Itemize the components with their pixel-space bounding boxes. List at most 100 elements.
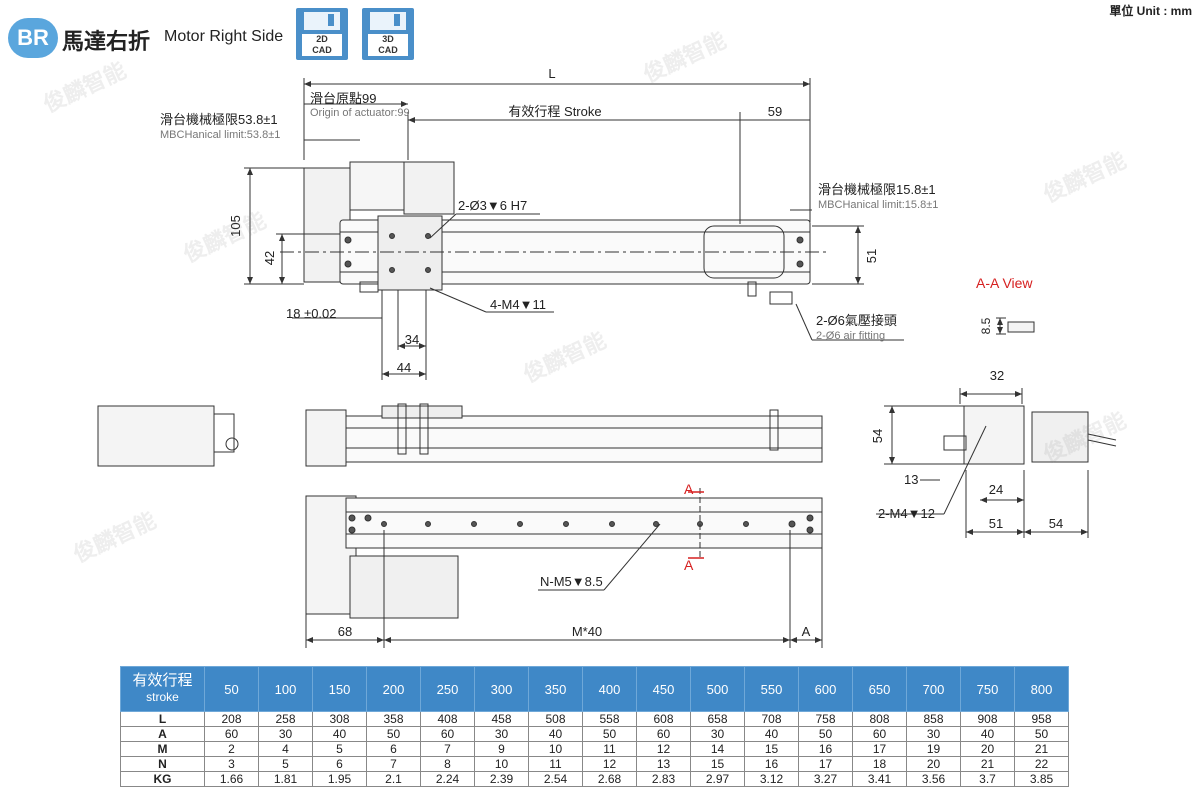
table-cell: 14 [690,741,745,757]
table-cell: 3.85 [1014,771,1069,787]
table-cell: 7 [366,756,421,772]
table-cell: 12 [582,756,637,772]
dim-105: 105 [228,215,243,237]
table-cell: 11 [528,756,583,772]
table-cell: 16 [744,756,799,772]
table-cell: 10 [528,741,583,757]
bottom-body [345,497,823,549]
bottom-motor-box [349,555,459,619]
table-cell: 708 [744,711,799,727]
stroke-column: 100 [258,666,313,712]
table-cell: 50 [1014,726,1069,742]
table-row: M 2 4 5 6 7 9 10 11 12 14 15 16 17 19 20… [120,741,1069,757]
stroke-column: 350 [528,666,583,712]
limit-left-en: MBCHanical limit:53.8±1 [160,129,280,141]
dim-32: 32 [990,368,1004,383]
table-cell: 10 [474,756,529,772]
table-cell: 6 [312,756,367,772]
dim-54-vertical: 54 [870,429,885,443]
air-fitting [359,281,379,293]
table-cell: 3.41 [852,771,907,787]
stroke-column: 300 [474,666,529,712]
table-cell: 17 [852,741,907,757]
title-english: Motor Right Side [164,28,284,45]
table-cell: 20 [960,741,1015,757]
section-a-bottom: A [684,557,694,573]
table-row: L 208 258 308 358 408 458 508 558 608 65… [120,711,1069,727]
limit-right-cn: 滑台機械極限15.8±1 [818,182,936,197]
table-cell: 30 [906,726,961,742]
table-cell: 858 [906,711,961,727]
table-cell: 308 [312,711,367,727]
table-cell: 658 [690,711,745,727]
stroke-column: 200 [366,666,421,712]
table-cell: 11 [582,741,637,757]
table-cell: 60 [420,726,475,742]
section-a-top: A [684,481,694,497]
stroke-column: 650 [852,666,907,712]
table-cell: 608 [636,711,691,727]
origin-label-en: Origin of actuator:99 [310,107,410,119]
table-cell: 40 [528,726,583,742]
dim-44: 44 [397,360,411,375]
dim-8-5: 8.5 [979,317,993,334]
stroke-column: 450 [636,666,691,712]
air-fitting-cn: 2-Ø6氣壓接頭 [816,313,897,328]
stroke-label: 有效行程 Stroke [508,104,601,119]
table-cell: 21 [1014,741,1069,757]
cad-2d-line2: CAD [312,45,332,55]
end-view-fitting [213,413,235,453]
table-cell: 12 [636,741,691,757]
table-cell: 1.66 [204,771,259,787]
stroke-column: 500 [690,666,745,712]
table-cell: 40 [312,726,367,742]
m4-11-label: 4-M4▼11 [490,297,546,312]
table-cell: 2.1 [366,771,421,787]
aa-profile [1007,321,1035,333]
table-cell: 3.56 [906,771,961,787]
dim-54-horizontal: 54 [1049,516,1063,531]
table-row: N 3 5 6 7 8 10 11 12 13 15 16 17 18 20 2… [120,756,1069,772]
limit-left-cn: 滑台機械極限53.8±1 [160,112,278,127]
cad-3d-line1: 3D [382,34,394,44]
stroke-column: 600 [798,666,853,712]
limit-right-en: MBCHanical limit:15.8±1 [818,199,938,211]
table-cell: 2.24 [420,771,475,787]
table-cell: 1.95 [312,771,367,787]
table-cell: 30 [690,726,745,742]
side-motor [305,409,347,467]
end-view-motor-right [1031,411,1089,463]
unit-label: 單位 Unit : mm [1109,4,1192,18]
dim-m40: M*40 [572,624,602,639]
table-cell: 2.68 [582,771,637,787]
table-cell: 20 [906,756,961,772]
table-cell: 3.12 [744,771,799,787]
table-cell: 50 [366,726,421,742]
side-slider [381,405,463,419]
table-cell: 21 [960,756,1015,772]
table-cell: 4 [258,741,313,757]
row-label: A [120,726,205,742]
table-cell: 2.39 [474,771,529,787]
dim-A: A [802,624,811,639]
table-cell: 9 [474,741,529,757]
table-cell: 13 [636,756,691,772]
table-cell: 19 [906,741,961,757]
table-cell: 16 [798,741,853,757]
table-cell: 2.97 [690,771,745,787]
motor-flange [349,161,405,211]
table-cell: 6 [366,741,421,757]
air-fitting-nozzle [747,281,757,297]
end-view-body [963,405,1025,465]
air-fitting [769,291,793,305]
pin-hole-label: 2-Ø3▼6 H7 [458,198,527,213]
table-cell: 458 [474,711,529,727]
side-body [345,415,823,463]
motor-cover [403,161,455,215]
table-cell: 408 [420,711,475,727]
dim-68: 68 [338,624,352,639]
table-cell: 1.81 [258,771,313,787]
